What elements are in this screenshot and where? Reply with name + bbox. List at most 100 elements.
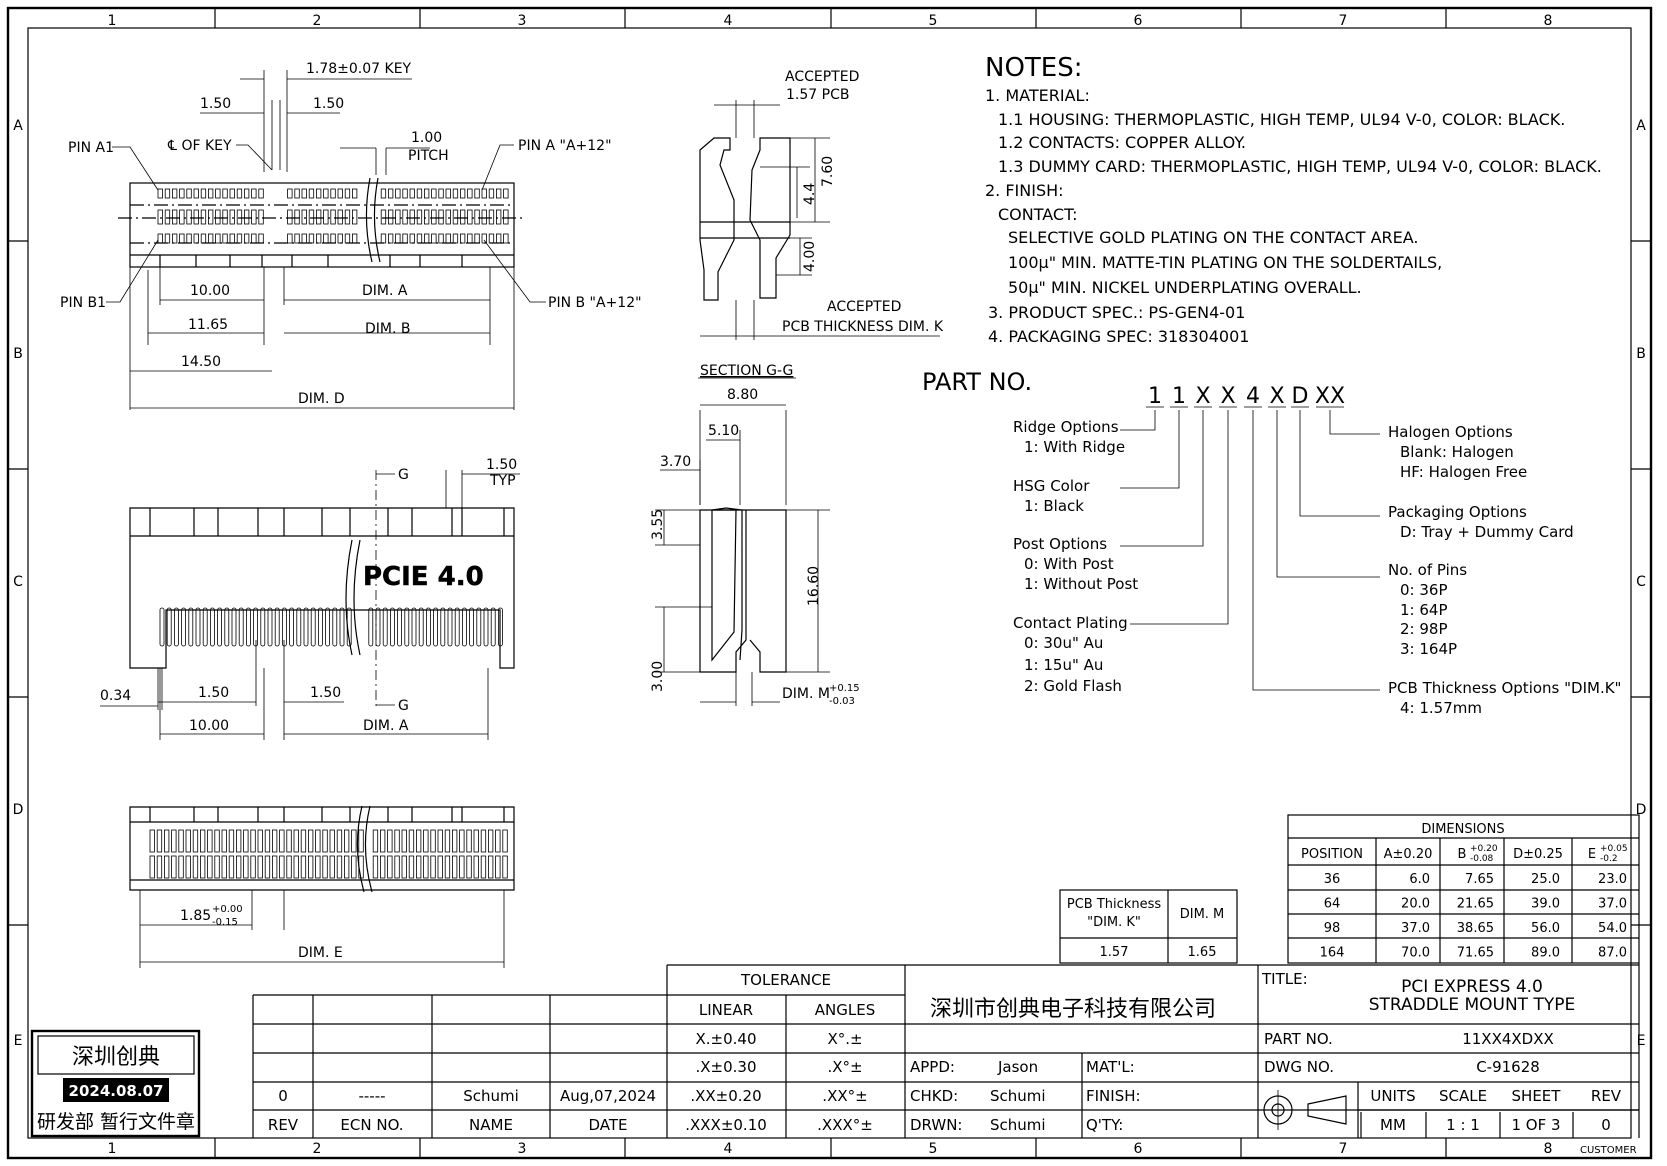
dim-table-header: D±0.25 xyxy=(1513,847,1563,862)
pin-pad xyxy=(178,855,184,879)
pin-contact xyxy=(164,233,171,244)
pin-contact xyxy=(409,233,415,244)
part-no-heading: PART NO. xyxy=(922,368,1032,396)
pin-contact xyxy=(481,188,487,199)
pin-contact xyxy=(387,188,394,199)
part-code-char: D xyxy=(1292,384,1309,409)
dim-table-header: POSITION xyxy=(1301,847,1363,862)
pin-contact xyxy=(236,209,243,225)
pin-contact xyxy=(179,209,185,225)
halogen-option-item: Blank: Halogen xyxy=(1400,443,1514,461)
dim-table-cell: 70.0 xyxy=(1401,946,1430,961)
contact-tail xyxy=(303,607,309,647)
dim-10-00: 10.00 xyxy=(190,283,230,299)
pcb-table-cell: 1.65 xyxy=(1188,945,1217,960)
part-code-char: 1 xyxy=(1148,384,1162,409)
title-block: TOLERANCE LINEAR ANGLES X.±0.40 X°.± .X±… xyxy=(252,963,1640,1138)
dim-7-60: 7.60 xyxy=(820,156,836,187)
pin-pad xyxy=(358,829,364,853)
border-frame xyxy=(6,6,1653,1160)
pin-contact xyxy=(215,188,221,199)
pin-contact xyxy=(495,233,502,244)
dim-b-label: DIM. B xyxy=(365,321,411,337)
pitch-label: PITCH xyxy=(408,148,449,164)
date-header: DATE xyxy=(588,1116,627,1134)
pin-contact xyxy=(200,233,207,244)
dim-4-00: 4.00 xyxy=(802,241,818,272)
rev-value: 0 xyxy=(278,1087,288,1105)
contact-tail xyxy=(461,607,467,647)
pin-pad xyxy=(300,855,307,879)
pin-contact xyxy=(236,188,243,199)
notes-heading: NOTES: xyxy=(985,53,1083,83)
contact-tail xyxy=(188,607,194,647)
pin-contact xyxy=(445,188,451,199)
pin-contact xyxy=(179,233,185,244)
note-line: 4. PACKAGING SPEC: 318304001 xyxy=(988,327,1249,346)
pin-contact xyxy=(445,209,451,225)
pin-contact xyxy=(438,233,444,244)
pin-contact xyxy=(207,233,214,244)
pcie-stamp: PCIE 4.0 xyxy=(363,562,484,592)
contact-tail xyxy=(483,607,489,647)
section-g-g: SECTION G-G 8.80 5.10 3.70 3.55 16.60 3.… xyxy=(650,363,860,707)
pin-contact xyxy=(438,188,444,199)
contact-tail xyxy=(411,607,417,647)
pin-contact xyxy=(294,209,300,225)
dim-table-cell: 37.0 xyxy=(1598,897,1627,912)
rev-header: REV xyxy=(268,1116,299,1134)
dim-table-cell: 20.0 xyxy=(1401,897,1430,912)
zone-col-label: 7 xyxy=(1339,13,1348,29)
zone-row-label: B xyxy=(13,346,23,362)
dim-table-cell: 39.0 xyxy=(1531,897,1560,912)
pin-pad xyxy=(459,829,465,853)
accepted-thk-line2: PCB THICKNESS DIM. K xyxy=(782,319,944,335)
pin-contact xyxy=(474,209,480,225)
note-line: SELECTIVE GOLD PLATING ON THE CONTACT AR… xyxy=(1008,228,1419,247)
pin-pad xyxy=(293,855,299,879)
stamp-name: 深圳创典 xyxy=(72,1045,160,1070)
pin-contact xyxy=(351,188,358,199)
pin-pad xyxy=(480,855,487,879)
pin-contact xyxy=(452,233,459,244)
pin-pad xyxy=(343,855,350,879)
pin-contact xyxy=(315,188,322,199)
qty-label: Q'TY: xyxy=(1086,1116,1123,1134)
dim-table-cell: 25.0 xyxy=(1531,872,1560,887)
pin-pad xyxy=(243,855,249,879)
zone-row-label: E xyxy=(14,1033,23,1049)
pin-pad xyxy=(322,855,328,879)
dim-5-10: 5.10 xyxy=(708,423,739,439)
contact-tail xyxy=(339,607,345,647)
pin-contact xyxy=(258,209,264,225)
post-options-title: Post Options xyxy=(1013,535,1107,553)
note-line: 50μ" MIN. NICKEL UNDERPLATING OVERALL. xyxy=(1008,278,1362,297)
pin-contact xyxy=(431,188,437,199)
dim-d-label: DIM. D xyxy=(298,391,345,407)
note-line: 100μ" MIN. MATTE-TIN PLATING ON THE SOLD… xyxy=(1008,253,1442,272)
pin-contact xyxy=(243,233,250,244)
contact-tail xyxy=(317,607,323,647)
section-title: SECTION G-G xyxy=(700,363,793,379)
dim-a-label: DIM. A xyxy=(362,283,408,299)
pin-contact xyxy=(344,209,351,225)
dim-table-cell: 98 xyxy=(1324,921,1341,936)
pin-pad xyxy=(279,855,285,879)
angles-header: ANGLES xyxy=(815,1001,875,1019)
pin-contact xyxy=(243,188,250,199)
pin-contact xyxy=(431,209,437,225)
pin-pad xyxy=(199,855,206,879)
pin-pad xyxy=(408,855,415,879)
dim-table-cell: 36 xyxy=(1324,872,1341,887)
pin-contact xyxy=(423,233,430,244)
dim-m-tol-minus: -0.03 xyxy=(829,696,855,707)
pin-pad xyxy=(300,829,307,853)
tol-linear: .XXX±0.10 xyxy=(685,1116,767,1134)
front-view: PCIE 4.0 G G 1.50 TYP 0.34 1.50 1.50 10.… xyxy=(100,457,520,740)
bottom-view-pin-rows xyxy=(149,829,508,879)
contact-tail xyxy=(289,607,295,647)
pin-contact xyxy=(186,188,192,199)
part-code-char: 1 xyxy=(1172,384,1186,409)
pin-contact xyxy=(495,188,502,199)
pin-pad xyxy=(293,829,299,853)
